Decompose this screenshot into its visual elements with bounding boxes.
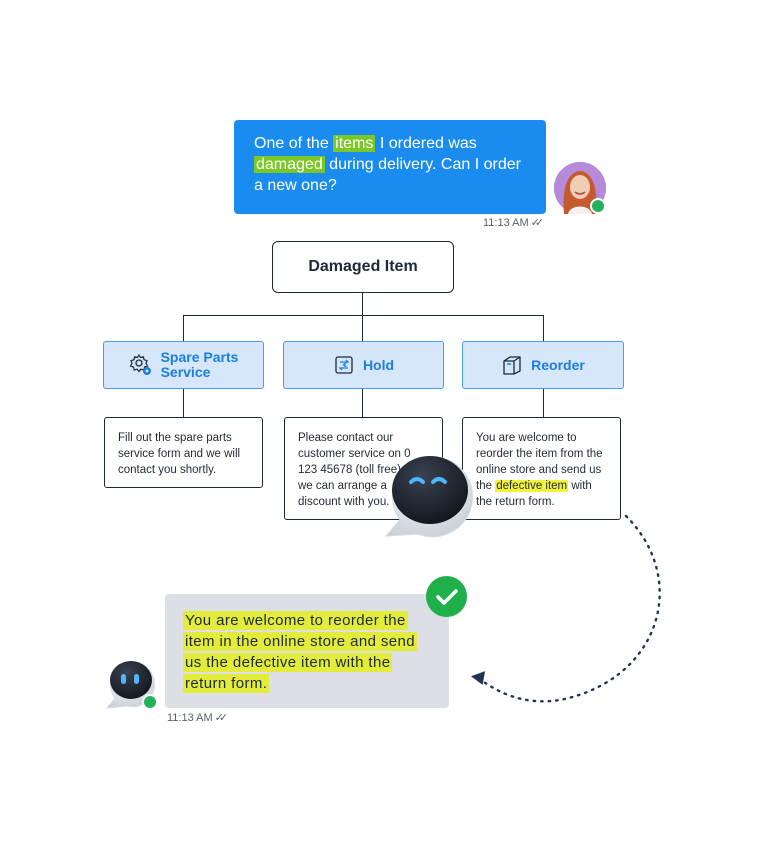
bot-message-time: 11:13 AM✓✓ [167,711,229,725]
user-online-indicator [590,198,606,214]
read-checkmarks-icon: ✓✓ [530,217,545,229]
highlight-items: items [333,135,376,152]
box-icon [503,356,521,375]
connector [183,315,544,316]
chatbot-mascot-icon [384,456,474,538]
read-checkmarks-icon: ✓✓ [214,712,229,724]
highlight-defective-item: defective item [495,480,569,492]
leaf-reorder: You are welcome to reorder the item from… [462,417,621,520]
connector [543,315,544,341]
branch-label-hold: Hold [362,356,395,373]
branch-reorder: Reorder [462,341,624,389]
bot-message-bubble: You are welcome to reorder the item in t… [165,594,449,708]
user-message-bubble: One of the items I ordered was damaged d… [234,120,546,214]
highlight-damaged: damaged [254,156,325,173]
leaf-spare-parts: Fill out the spare parts service form an… [104,417,263,488]
connector [183,315,184,341]
branch-label-spare-parts: Spare Parts Service [160,349,239,380]
user-message-time: 11:13 AM✓✓ [483,216,545,230]
branch-spare-parts: Spare Parts Service [103,341,264,389]
connector [362,315,363,341]
branch-label-reorder: Reorder [531,356,585,373]
success-check-icon [426,576,467,617]
svg-text:€: € [342,362,347,369]
connector [183,389,184,417]
bot-online-indicator [142,694,158,710]
exchange-icon: € [335,356,353,374]
bot-message-text: You are welcome to reorder the item in t… [183,611,418,693]
connector [543,389,544,417]
root-node-damaged-item: Damaged Item [272,241,454,293]
connector [362,389,363,417]
connector [362,293,363,315]
branch-hold: € Hold [283,341,444,389]
gear-icon [129,353,151,375]
